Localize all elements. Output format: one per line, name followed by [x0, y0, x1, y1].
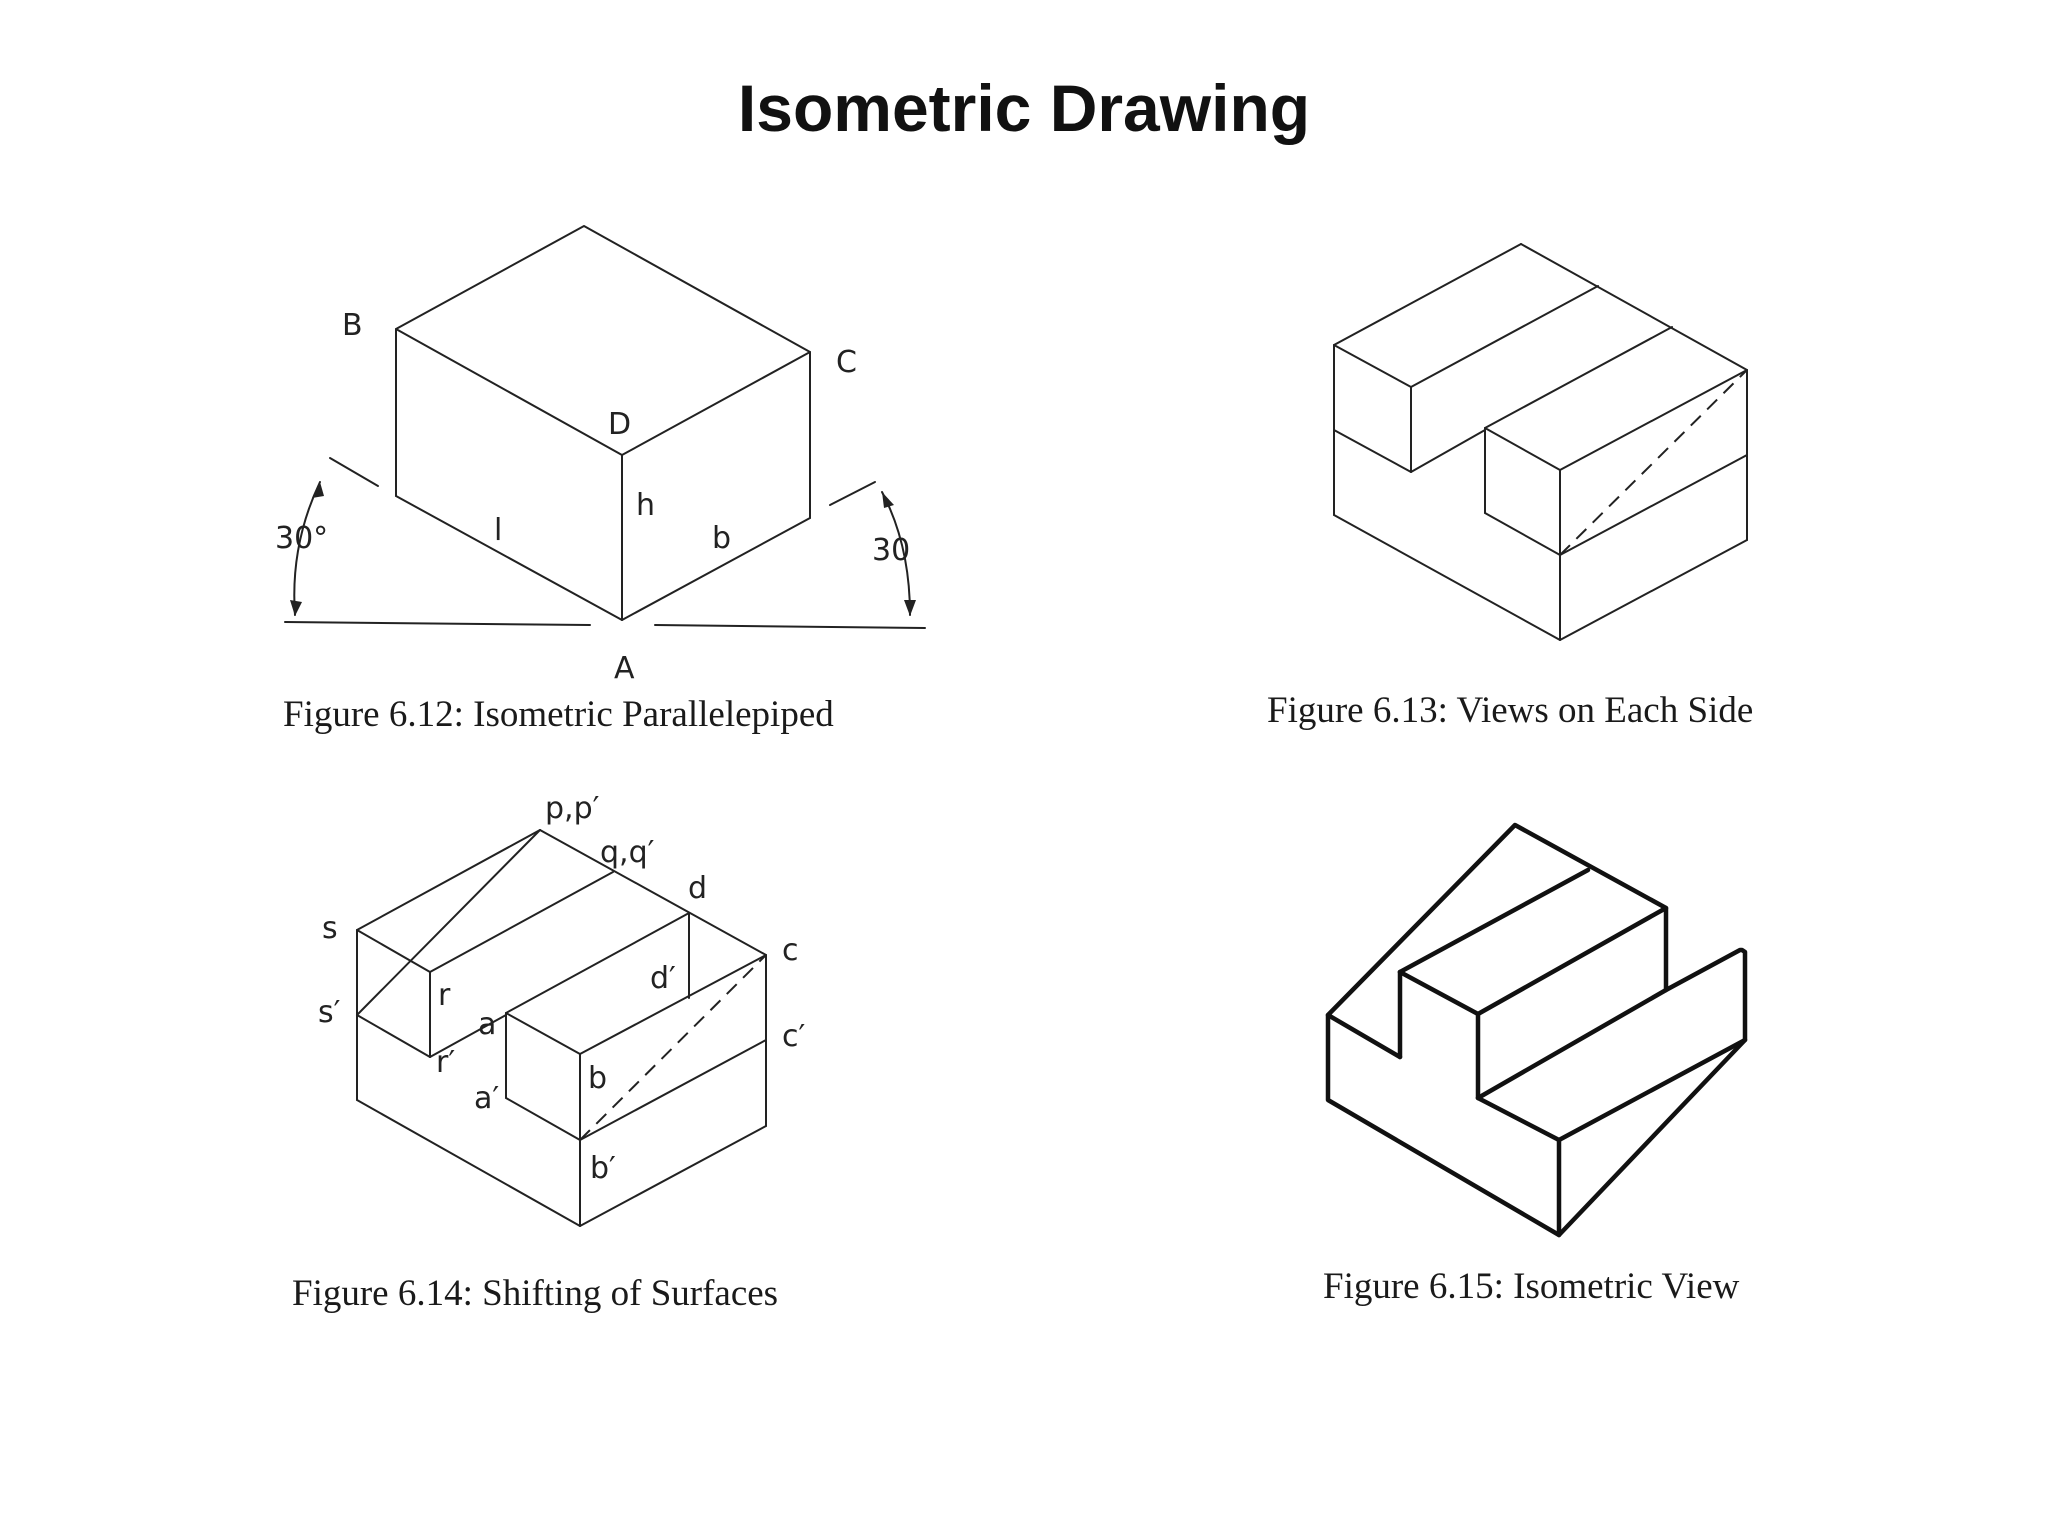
edge — [1397, 969, 1481, 1017]
label-C: C — [836, 345, 857, 380]
edge — [1410, 285, 1599, 388]
label-angle-left: 30° — [275, 521, 328, 556]
edge — [1475, 987, 1669, 1101]
figure-6-12: B C D h l b A 30° 30 Figure 6.12: Isomet… — [275, 225, 926, 735]
label-b: b — [588, 1061, 607, 1096]
caption-6-14: Figure 6.14: Shifting of Surfaces — [292, 1273, 778, 1314]
caption-6-15: Figure 6.15: Isometric View — [1323, 1266, 1740, 1307]
edge — [1484, 512, 1561, 556]
label-B: B — [342, 308, 363, 343]
label-d: d — [688, 871, 707, 906]
edge — [1556, 1037, 1748, 1143]
edge — [1333, 243, 1522, 346]
label-s-prime: s′ — [318, 995, 341, 1030]
edge — [356, 1099, 581, 1227]
edge — [539, 829, 767, 956]
label-r: r — [438, 978, 451, 1013]
label-b: b — [712, 521, 731, 556]
edge — [1484, 427, 1561, 471]
edge — [579, 954, 767, 1055]
edge — [429, 871, 614, 973]
hidden-line — [579, 954, 767, 1141]
figure-6-15: Figure 6.15: Isometric View — [1323, 822, 1748, 1307]
label-l: l — [494, 513, 502, 548]
figure-6-13: Figure 6.13: Views on Each Side — [1267, 243, 1753, 731]
label-a: a — [478, 1007, 496, 1042]
edge — [1325, 1012, 1403, 1060]
edge — [1484, 326, 1673, 429]
label-r-prime: r′ — [436, 1045, 455, 1080]
arrow-head — [312, 482, 324, 498]
arrow-head — [882, 492, 894, 508]
stepped-block-outline — [1325, 822, 1748, 1238]
label-D: D — [608, 407, 631, 442]
edge — [1559, 369, 1748, 471]
figure-6-14: p,p′ q,q′ d s s′ r r′ a a′ b b′ d′ c c′ … — [292, 791, 805, 1314]
label-angle-right: 30 — [872, 533, 910, 568]
caption-6-12: Figure 6.12: Isometric Parallelepiped — [283, 694, 834, 735]
label-d-prime: d′ — [650, 961, 676, 996]
baseline-right — [654, 624, 926, 629]
edge — [1410, 429, 1486, 473]
arrow-head — [904, 600, 916, 616]
edge — [1333, 514, 1561, 641]
edge — [395, 495, 623, 621]
arrow-head — [290, 600, 302, 616]
edge — [356, 929, 431, 973]
label-c: c — [782, 933, 799, 968]
label-A: A — [614, 651, 635, 686]
hidden-line — [1559, 369, 1748, 556]
edge — [621, 517, 811, 621]
label-b-prime: b′ — [590, 1151, 616, 1186]
edge — [579, 1125, 767, 1227]
label-c-prime: c′ — [782, 1019, 805, 1054]
label-q-q-prime: q,q′ — [600, 835, 655, 870]
edge — [1559, 539, 1748, 641]
edge — [1559, 454, 1748, 556]
edge — [1397, 867, 1591, 975]
edge — [579, 1039, 767, 1141]
edge — [356, 829, 541, 931]
baseline-left — [284, 621, 591, 626]
edge — [1333, 344, 1412, 388]
label-s: s — [322, 911, 338, 946]
edge — [1520, 243, 1748, 371]
caption-6-13: Figure 6.13: Views on Each Side — [1267, 690, 1753, 731]
page-title: Isometric Drawing — [737, 71, 1311, 145]
shifted-surface-line — [356, 829, 541, 1016]
label-h: h — [636, 488, 655, 523]
extension-line-left — [329, 457, 379, 487]
edge — [505, 912, 690, 1014]
edge — [1475, 905, 1669, 1017]
edge — [505, 1012, 581, 1055]
edge — [356, 1014, 431, 1058]
parallelepiped-top-face — [395, 225, 811, 456]
label-a-prime: a′ — [474, 1081, 499, 1116]
edge — [429, 1014, 507, 1058]
edge — [505, 1097, 581, 1141]
edge — [1475, 1095, 1562, 1143]
edge — [1333, 429, 1412, 473]
label-p-p-prime: p,p′ — [545, 791, 600, 826]
extension-line-right — [829, 481, 876, 506]
